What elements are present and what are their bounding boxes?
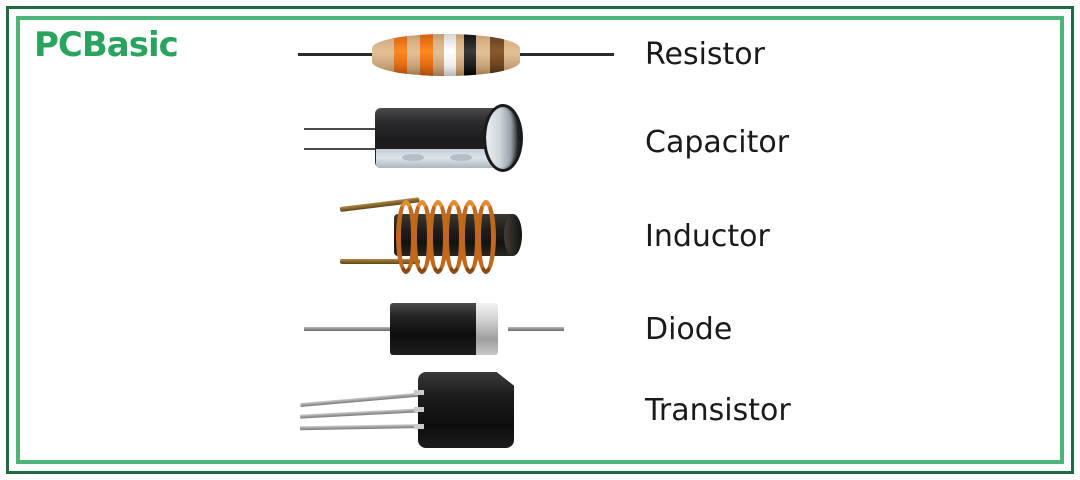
inductor-lead-bottom xyxy=(340,259,420,264)
capacitor-lead-top xyxy=(304,128,402,130)
diode-lead-cathode xyxy=(508,327,564,331)
resistor-band-3 xyxy=(444,34,456,76)
transistor-body xyxy=(418,372,514,448)
resistor-icon xyxy=(290,8,620,100)
transistor-lead-1 xyxy=(300,392,427,407)
transistor-pin-nub xyxy=(414,390,424,395)
resistor-lead-right xyxy=(518,53,614,56)
pcbasic-logo: PCBasic xyxy=(34,25,179,65)
inductor-turn xyxy=(476,200,496,274)
transistor-pin-nub xyxy=(414,407,424,412)
resistor-band-5 xyxy=(490,34,504,76)
component-label-transistor: Transistor xyxy=(645,392,791,428)
capacitor-end-ring xyxy=(483,104,523,172)
diode-icon xyxy=(290,283,620,375)
component-row-resistor: Resistor xyxy=(0,8,1080,100)
component-row-diode: Diode xyxy=(0,283,1080,375)
inductor-icon xyxy=(290,190,620,282)
diode-cathode-band xyxy=(476,303,498,355)
resistor-body xyxy=(372,34,520,76)
resistor-lead-left xyxy=(298,53,394,56)
diode-lead-anode xyxy=(304,327,394,331)
component-row-inductor: Inductor xyxy=(0,190,1080,282)
component-label-resistor: Resistor xyxy=(645,36,765,72)
resistor-band-2 xyxy=(420,34,433,76)
component-label-diode: Diode xyxy=(645,311,733,347)
transistor-lead-2 xyxy=(300,408,427,419)
component-row-transistor: Transistor xyxy=(0,364,1080,456)
logo-text-upper: PCB xyxy=(34,25,108,65)
capacitor-sleeve xyxy=(376,149,502,168)
component-label-inductor: Inductor xyxy=(645,218,770,254)
transistor-icon xyxy=(290,364,620,456)
resistor-band-1 xyxy=(394,34,407,76)
transistor-pin-nub xyxy=(414,424,424,429)
component-row-capacitor: Capacitor xyxy=(0,96,1080,188)
inductor-copper-coil xyxy=(396,200,512,274)
capacitor-lead-bottom xyxy=(304,148,402,150)
diode-body xyxy=(390,303,482,355)
logo-text-lower: asic xyxy=(106,25,179,65)
component-label-capacitor: Capacitor xyxy=(645,124,790,160)
resistor-band-4 xyxy=(464,34,476,76)
transistor-lead-3 xyxy=(299,424,427,431)
electrolytic-capacitor-icon xyxy=(290,96,620,188)
inductor-core-end xyxy=(504,214,522,256)
